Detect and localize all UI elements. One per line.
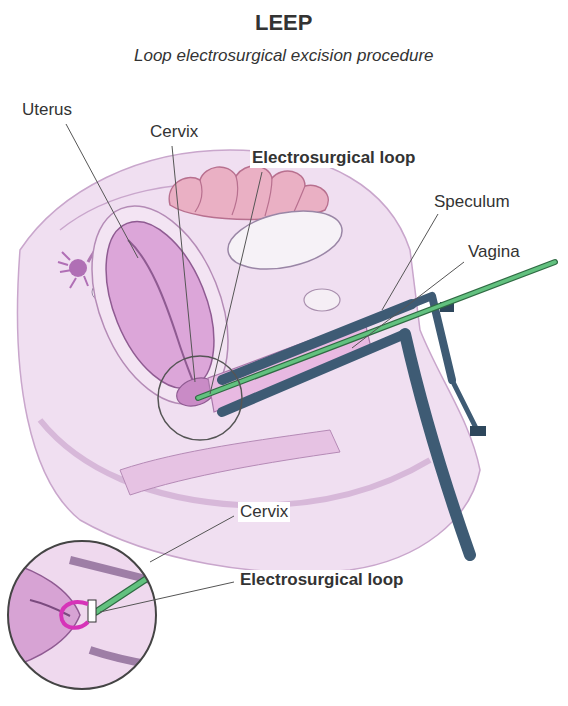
part-label: Cervix bbox=[148, 122, 200, 142]
detail-inset bbox=[0, 535, 175, 700]
speculum bbox=[222, 296, 486, 555]
body-section bbox=[18, 150, 481, 573]
bladder bbox=[223, 202, 348, 311]
part-label: Electrosurgical loop bbox=[250, 148, 417, 168]
detail-marker bbox=[158, 356, 242, 440]
vaginal-canal bbox=[208, 322, 372, 412]
part-label: Speculum bbox=[432, 192, 512, 212]
subtitle: Loop electrosurgical excision procedure bbox=[134, 46, 434, 66]
electrosurgical-probe bbox=[198, 262, 555, 398]
leader-lines bbox=[66, 124, 464, 612]
diagram-title: LEEP bbox=[255, 10, 312, 36]
part-label: Vagina bbox=[466, 242, 522, 262]
inset-label: Electrosurgical loop bbox=[238, 570, 405, 590]
part-label: Uterus bbox=[20, 100, 74, 120]
inset-label: Cervix bbox=[238, 502, 290, 522]
